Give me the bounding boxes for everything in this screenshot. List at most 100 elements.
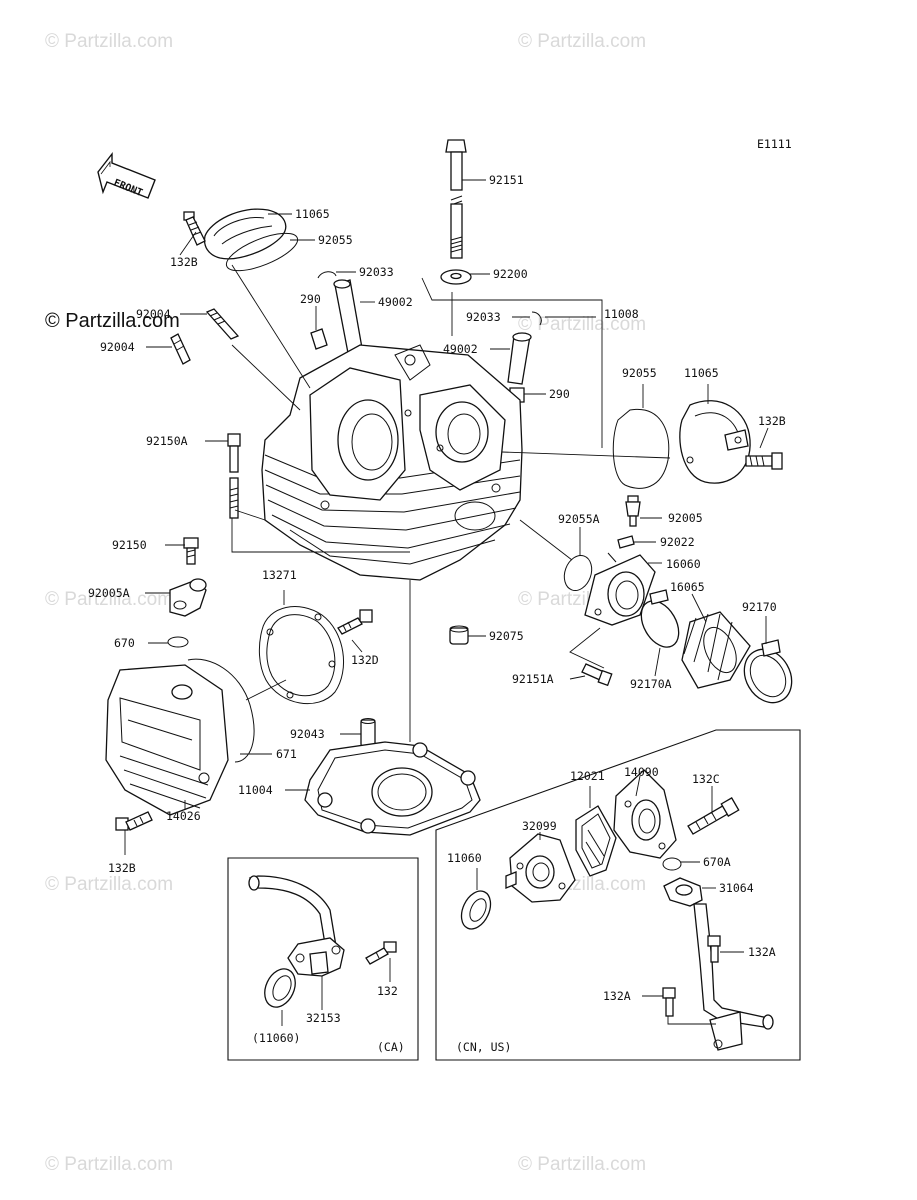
label-region-cnus: (CN, US) bbox=[456, 1040, 511, 1054]
ca-variant-box bbox=[227, 857, 419, 1061]
boot-16065-icon bbox=[681, 611, 751, 689]
label-290-top: 290 bbox=[300, 292, 321, 306]
watermark-top-right: © Partzilla.com bbox=[518, 31, 646, 52]
label-92005A: 92005A bbox=[88, 586, 130, 600]
oring-92055-right-icon bbox=[612, 408, 670, 489]
oring-670-icon bbox=[167, 636, 189, 648]
gasket-11004-icon bbox=[304, 741, 481, 836]
bolt-132C-icon bbox=[687, 797, 740, 835]
bolt-132D-icon bbox=[337, 609, 373, 635]
watermark-bottom-left: © Partzilla.com bbox=[45, 1154, 173, 1175]
label-13271: 13271 bbox=[262, 568, 297, 582]
label-132B-top: 132B bbox=[170, 255, 198, 269]
valve-32099-icon bbox=[505, 833, 576, 903]
label-92075: 92075 bbox=[489, 629, 524, 643]
oring-670A-icon bbox=[662, 857, 682, 871]
label-92150A: 92150A bbox=[146, 434, 188, 448]
label-92022: 92022 bbox=[660, 535, 695, 549]
watermark-left-mid: © Partzilla.com bbox=[45, 589, 173, 610]
label-region-ca: (CA) bbox=[377, 1040, 405, 1054]
label-11060: 11060 bbox=[447, 851, 482, 865]
holder-16060-icon bbox=[584, 552, 656, 626]
seal-290-top-icon bbox=[310, 328, 328, 350]
label-132C: 132C bbox=[692, 772, 720, 786]
bolt-132-ca-icon bbox=[365, 941, 397, 965]
label-92004-a: 92004 bbox=[136, 307, 171, 321]
bolt-92150A-icon bbox=[227, 433, 241, 519]
cnus-leaders bbox=[476, 775, 744, 1025]
cover-14026-icon bbox=[105, 664, 229, 816]
label-92055-right: 92055 bbox=[622, 366, 657, 380]
bolt-132B-right-icon bbox=[745, 452, 783, 470]
watermark-mid-right: © Partzilla.com bbox=[518, 314, 646, 335]
label-92005: 92005 bbox=[668, 511, 703, 525]
label-132A-right: 132A bbox=[748, 945, 776, 959]
label-92200: 92200 bbox=[493, 267, 528, 281]
dowel-92043-icon bbox=[360, 718, 376, 747]
label-132: 132 bbox=[377, 984, 398, 998]
label-92043: 92043 bbox=[290, 727, 325, 741]
bolt-132B-bottom-icon bbox=[115, 811, 153, 831]
label-49002-right: 49002 bbox=[443, 342, 478, 356]
ca-leaders bbox=[281, 958, 391, 1026]
label-14026: 14026 bbox=[166, 809, 201, 823]
label-92033-right: 92033 bbox=[466, 310, 501, 324]
label-32153: 32153 bbox=[306, 1011, 341, 1025]
seal-11060-cnus-icon bbox=[460, 890, 492, 930]
label-132B-bottom: 132B bbox=[108, 861, 136, 875]
oring-92055A-icon bbox=[563, 555, 593, 591]
label-132A-left: 132A bbox=[603, 989, 631, 1003]
label-290-right: 290 bbox=[549, 387, 570, 401]
bolt-92151-icon bbox=[445, 139, 467, 259]
label-32099: 32099 bbox=[522, 819, 557, 833]
leader-lines bbox=[124, 179, 769, 855]
label-92033-top: 92033 bbox=[359, 265, 394, 279]
clamp-92170A-icon bbox=[640, 589, 680, 648]
dowel-92075-icon bbox=[449, 625, 469, 645]
label-670: 670 bbox=[114, 636, 135, 650]
label-92170: 92170 bbox=[742, 600, 777, 614]
label-92150: 92150 bbox=[112, 538, 147, 552]
guide-49002-top-icon bbox=[333, 279, 363, 354]
stud-92004-b-icon bbox=[170, 333, 191, 365]
cylinder-head-icon bbox=[261, 344, 523, 581]
clip-92022-icon bbox=[617, 535, 635, 549]
label-132B-right: 132B bbox=[758, 414, 786, 428]
gasket-671-icon bbox=[187, 658, 255, 763]
watermark-strong: © Partzilla.com bbox=[45, 310, 180, 332]
label-11065-top: 11065 bbox=[295, 207, 330, 221]
reed-12021-icon bbox=[575, 805, 617, 877]
watermark-bottom-right: © Partzilla.com bbox=[518, 1154, 646, 1175]
fitting-92005A-icon bbox=[169, 578, 207, 617]
bolt-132B-top-icon bbox=[183, 211, 206, 246]
label-92055-top: 92055 bbox=[318, 233, 353, 247]
label-92055A: 92055A bbox=[558, 512, 600, 526]
label-14090: 14090 bbox=[624, 765, 659, 779]
label-11060-paren: (11060) bbox=[252, 1031, 300, 1045]
label-16060: 16060 bbox=[666, 557, 701, 571]
sensor-92005-icon bbox=[625, 495, 641, 527]
diagram-code: E1111 bbox=[757, 137, 792, 151]
cn-us-variant-box bbox=[435, 729, 801, 1061]
bolt-92151A-icon bbox=[581, 663, 613, 687]
cover-11065-top-icon bbox=[203, 208, 287, 260]
label-16065: 16065 bbox=[670, 580, 705, 594]
watermarks: © Partzilla.com © Partzilla.com © Partzi… bbox=[45, 31, 646, 1175]
pipe-31064-icon bbox=[663, 877, 774, 1051]
label-670A: 670A bbox=[703, 855, 731, 869]
watermark-top-left: © Partzilla.com bbox=[45, 31, 173, 52]
label-11004: 11004 bbox=[238, 783, 273, 797]
front-arrow-icon: FRONT bbox=[97, 151, 156, 199]
clamp-92170-icon bbox=[743, 639, 793, 704]
label-11008: 11008 bbox=[604, 307, 639, 321]
part-labels: 92151 11065 92055 132B 92033 290 49002 9… bbox=[88, 173, 786, 1054]
watermark-left-low: © Partzilla.com bbox=[45, 874, 173, 895]
cover-11065-right-icon bbox=[679, 400, 751, 484]
stud-92004-a-icon bbox=[205, 308, 240, 340]
label-132D: 132D bbox=[351, 653, 379, 667]
label-671: 671 bbox=[276, 747, 297, 761]
label-31064: 31064 bbox=[719, 881, 754, 895]
bolt-132A-right-icon bbox=[707, 935, 721, 963]
clip-92033-top-icon bbox=[317, 271, 337, 279]
gasket-13271-icon bbox=[258, 606, 345, 705]
